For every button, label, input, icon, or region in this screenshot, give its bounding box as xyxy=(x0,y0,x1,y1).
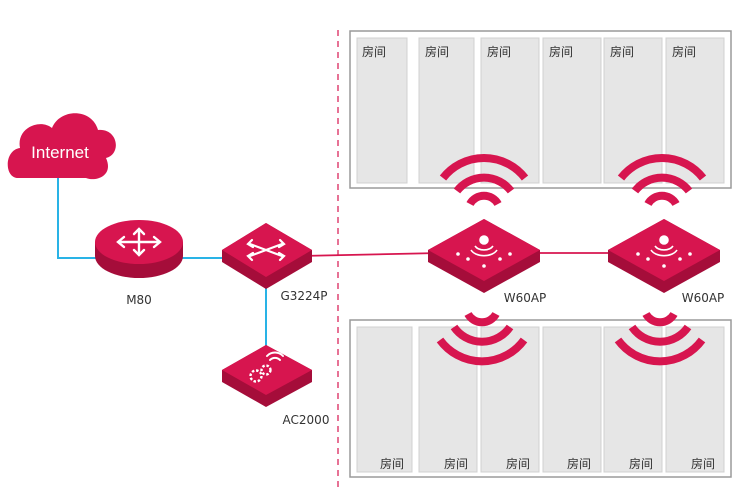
room-label: 房间 xyxy=(672,44,696,59)
building-top: 房间 房间 房间 房间 房间 房间 xyxy=(349,30,732,189)
router-label: M80 xyxy=(126,293,152,307)
cloud-icon xyxy=(7,113,116,180)
controller-label: AC2000 xyxy=(283,413,330,427)
switch-device: G3224P xyxy=(222,223,328,303)
router-device: M80 xyxy=(95,220,183,307)
wifi-waves-down-icon xyxy=(436,311,528,366)
room xyxy=(356,326,413,473)
access-point-1: W60AP xyxy=(428,153,547,366)
room xyxy=(356,37,408,184)
gear-icon xyxy=(249,364,272,383)
wifi-waves-up-icon xyxy=(439,153,529,207)
room xyxy=(603,326,663,473)
ap-led-dots xyxy=(636,252,692,268)
wifi-signal-icon xyxy=(266,351,284,361)
room-label: 房间 xyxy=(691,456,715,471)
ap-signal-icon xyxy=(470,235,498,257)
wifi-waves-down-icon xyxy=(614,311,706,366)
ap1-label: W60AP xyxy=(504,291,547,305)
access-point-2: W60AP xyxy=(608,153,725,366)
room-label: 房间 xyxy=(506,456,530,471)
room-label: 房间 xyxy=(425,44,449,59)
link-switch-ap1 xyxy=(299,252,441,257)
ap2-label: W60AP xyxy=(682,291,725,305)
room-label: 房间 xyxy=(444,456,468,471)
ap-signal-icon xyxy=(650,235,678,257)
controller-device: AC2000 xyxy=(222,345,329,427)
room xyxy=(542,326,602,473)
wifi-waves-up-icon xyxy=(617,153,707,207)
room-label: 房间 xyxy=(549,44,573,59)
link-internet-router xyxy=(57,168,100,259)
internet-label: Internet xyxy=(31,143,89,162)
ap-led-dots xyxy=(456,252,512,268)
room-label: 房间 xyxy=(487,44,511,59)
room-label: 房间 xyxy=(629,456,653,471)
internet-cloud: Internet xyxy=(7,113,116,180)
room-label: 房间 xyxy=(380,456,404,471)
router-arrows-icon xyxy=(116,227,162,257)
switch-arrows-icon xyxy=(246,238,286,262)
room xyxy=(665,37,725,184)
building-bottom: 房间 房间 房间 房间 房间 房间 xyxy=(349,319,732,478)
room-label: 房间 xyxy=(362,44,386,59)
switch-label: G3224P xyxy=(280,289,327,303)
room-label: 房间 xyxy=(567,456,591,471)
room-label: 房间 xyxy=(610,44,634,59)
room xyxy=(542,37,602,184)
